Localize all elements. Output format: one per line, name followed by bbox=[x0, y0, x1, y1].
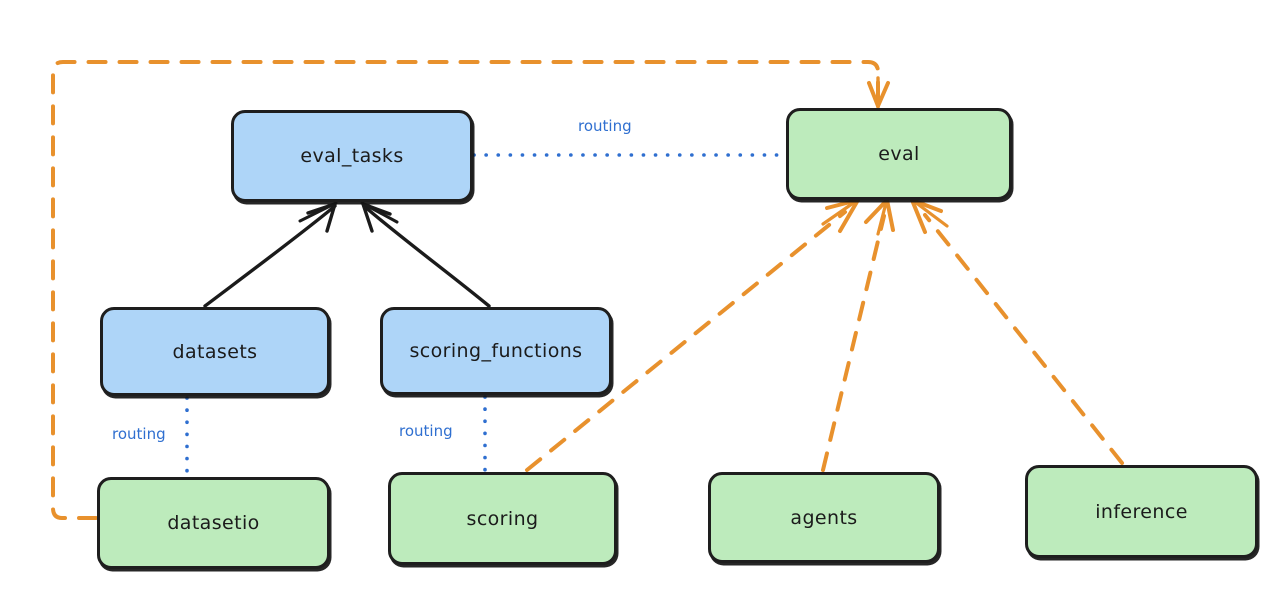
node-label-scoring: scoring bbox=[466, 507, 539, 530]
node-label-eval-tasks: eval_tasks bbox=[300, 145, 404, 167]
edge-scoring-functions-to-eval-tasks bbox=[360, 201, 491, 308]
node-datasets[interactable]: datasets bbox=[100, 307, 330, 396]
edge-datasets-to-eval-tasks bbox=[203, 201, 338, 308]
node-label-datasetio: datasetio bbox=[167, 512, 260, 534]
node-scoring-functions[interactable]: scoring_functions bbox=[380, 307, 612, 395]
node-inference[interactable]: inference bbox=[1025, 465, 1258, 558]
node-scoring[interactable]: scoring bbox=[388, 472, 617, 565]
node-label-eval: eval bbox=[878, 143, 920, 165]
edge-inference-to-eval-dependency bbox=[909, 197, 1124, 465]
node-label-agents: agents bbox=[790, 506, 858, 529]
edge-agents-to-eval-dependency bbox=[821, 197, 895, 472]
node-label-inference: inference bbox=[1095, 500, 1188, 523]
edge-label-routing-eval-tasks-to-eval: routing bbox=[578, 117, 632, 135]
node-eval[interactable]: eval bbox=[786, 108, 1012, 200]
edge-datasetio-to-eval-dependency bbox=[51, 60, 890, 520]
node-agents[interactable]: agents bbox=[708, 472, 940, 563]
edge-label-routing-datasets-to-datasetio: routing bbox=[112, 425, 166, 443]
node-label-scoring-functions: scoring_functions bbox=[409, 340, 583, 362]
node-label-datasets: datasets bbox=[172, 340, 258, 363]
node-datasetio[interactable]: datasetio bbox=[97, 477, 330, 569]
edge-scoring-to-eval-dependency bbox=[525, 197, 861, 472]
node-eval-tasks[interactable]: eval_tasks bbox=[231, 110, 473, 202]
edge-label-routing-scoring-functions-to-scoring: routing bbox=[399, 422, 453, 440]
